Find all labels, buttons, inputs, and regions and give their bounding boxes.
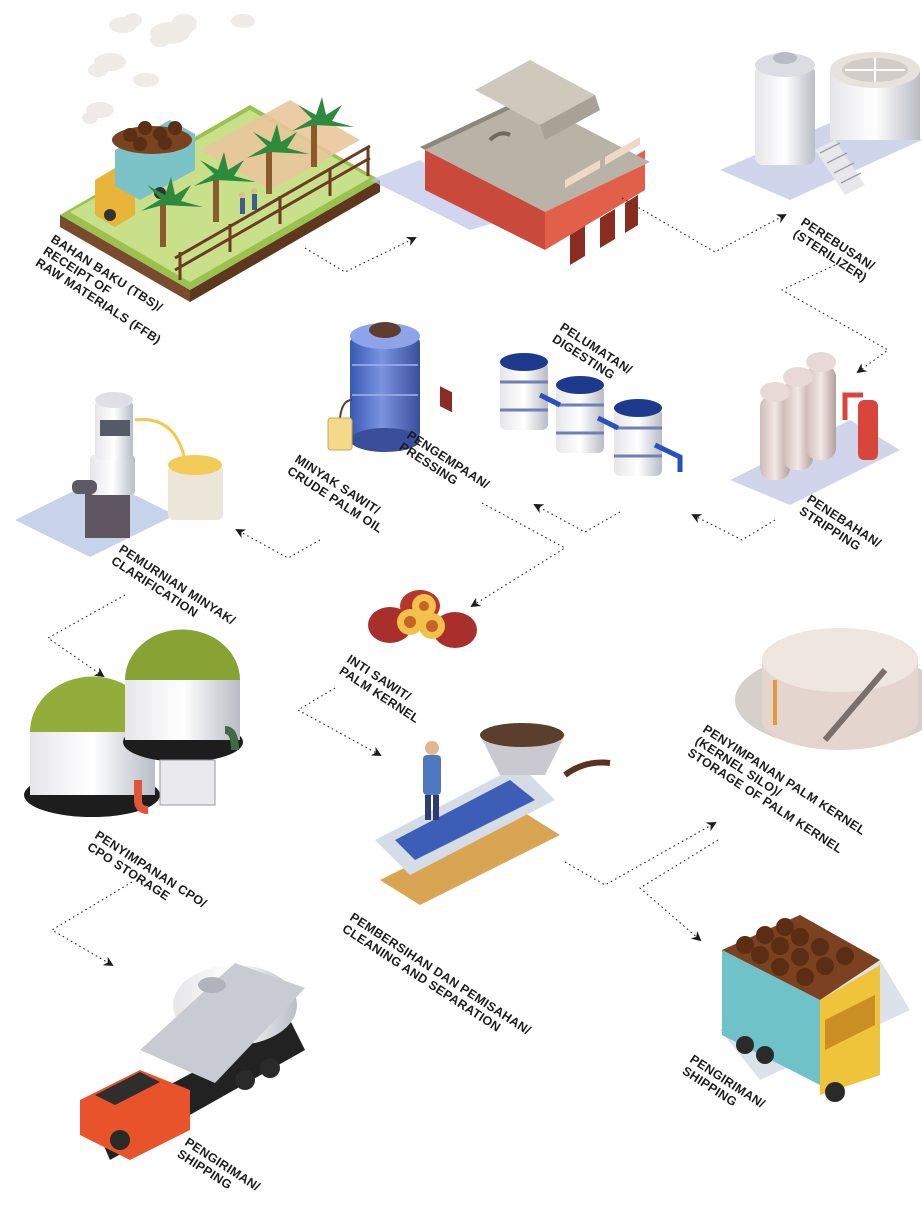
arrow-kernel-to-cleaning	[296, 687, 382, 756]
arrow-cpo-to-tanker	[50, 881, 133, 966]
arrow-factory-to-sterilizer	[621, 197, 787, 253]
kernel-silo-illustration	[735, 628, 922, 750]
cloud-icon	[231, 14, 255, 28]
arrow-sterilizer-to-stripping	[780, 264, 890, 374]
tank-icon	[614, 399, 662, 476]
cloud-icon	[133, 73, 159, 87]
cleaning-machine-illustration	[375, 723, 611, 905]
fruit-icon	[412, 594, 436, 618]
flow-arrows	[46, 197, 890, 966]
worker-icon	[239, 188, 257, 214]
truck-icon	[95, 120, 195, 227]
worker-icon	[423, 741, 441, 820]
cloud-icon	[88, 53, 126, 77]
arrow-digesting-to-pressing	[533, 504, 621, 533]
plantation-illustration	[60, 97, 380, 302]
tanker-truck-illustration	[80, 963, 305, 1160]
arrow-stripping-to-digesting	[691, 514, 776, 541]
arrow-raw-to-factory	[304, 237, 417, 273]
arrow-clarification-to-cpo-storage	[46, 594, 126, 678]
arrow-cleaning-to-truck	[639, 839, 719, 942]
tank-icon	[500, 353, 548, 430]
kernel-truck-illustration	[720, 915, 910, 1102]
palm-kernel-illustration	[368, 590, 477, 648]
palm-tree-icon	[141, 97, 354, 247]
sterilizer-illustration	[720, 52, 922, 200]
clarification-illustration	[15, 392, 223, 557]
pressing-illustration	[327, 322, 420, 452]
digesting-illustration	[500, 353, 683, 476]
cloud-icon	[109, 13, 142, 33]
arrow-pressing-to-kernel	[470, 502, 567, 608]
cloud-icon	[82, 102, 114, 124]
stripping-illustration	[730, 352, 900, 505]
clouds	[82, 13, 255, 124]
fruit-icon	[397, 609, 423, 635]
arrow-pressing-to-clarification	[235, 529, 321, 559]
fruit-icon	[419, 613, 445, 639]
cloud-icon	[150, 14, 197, 47]
arrow-cleaning-to-silo	[564, 822, 717, 886]
tank-icon	[556, 376, 604, 453]
cpo-storage-illustration	[24, 629, 243, 817]
factory-illustration	[370, 60, 650, 413]
